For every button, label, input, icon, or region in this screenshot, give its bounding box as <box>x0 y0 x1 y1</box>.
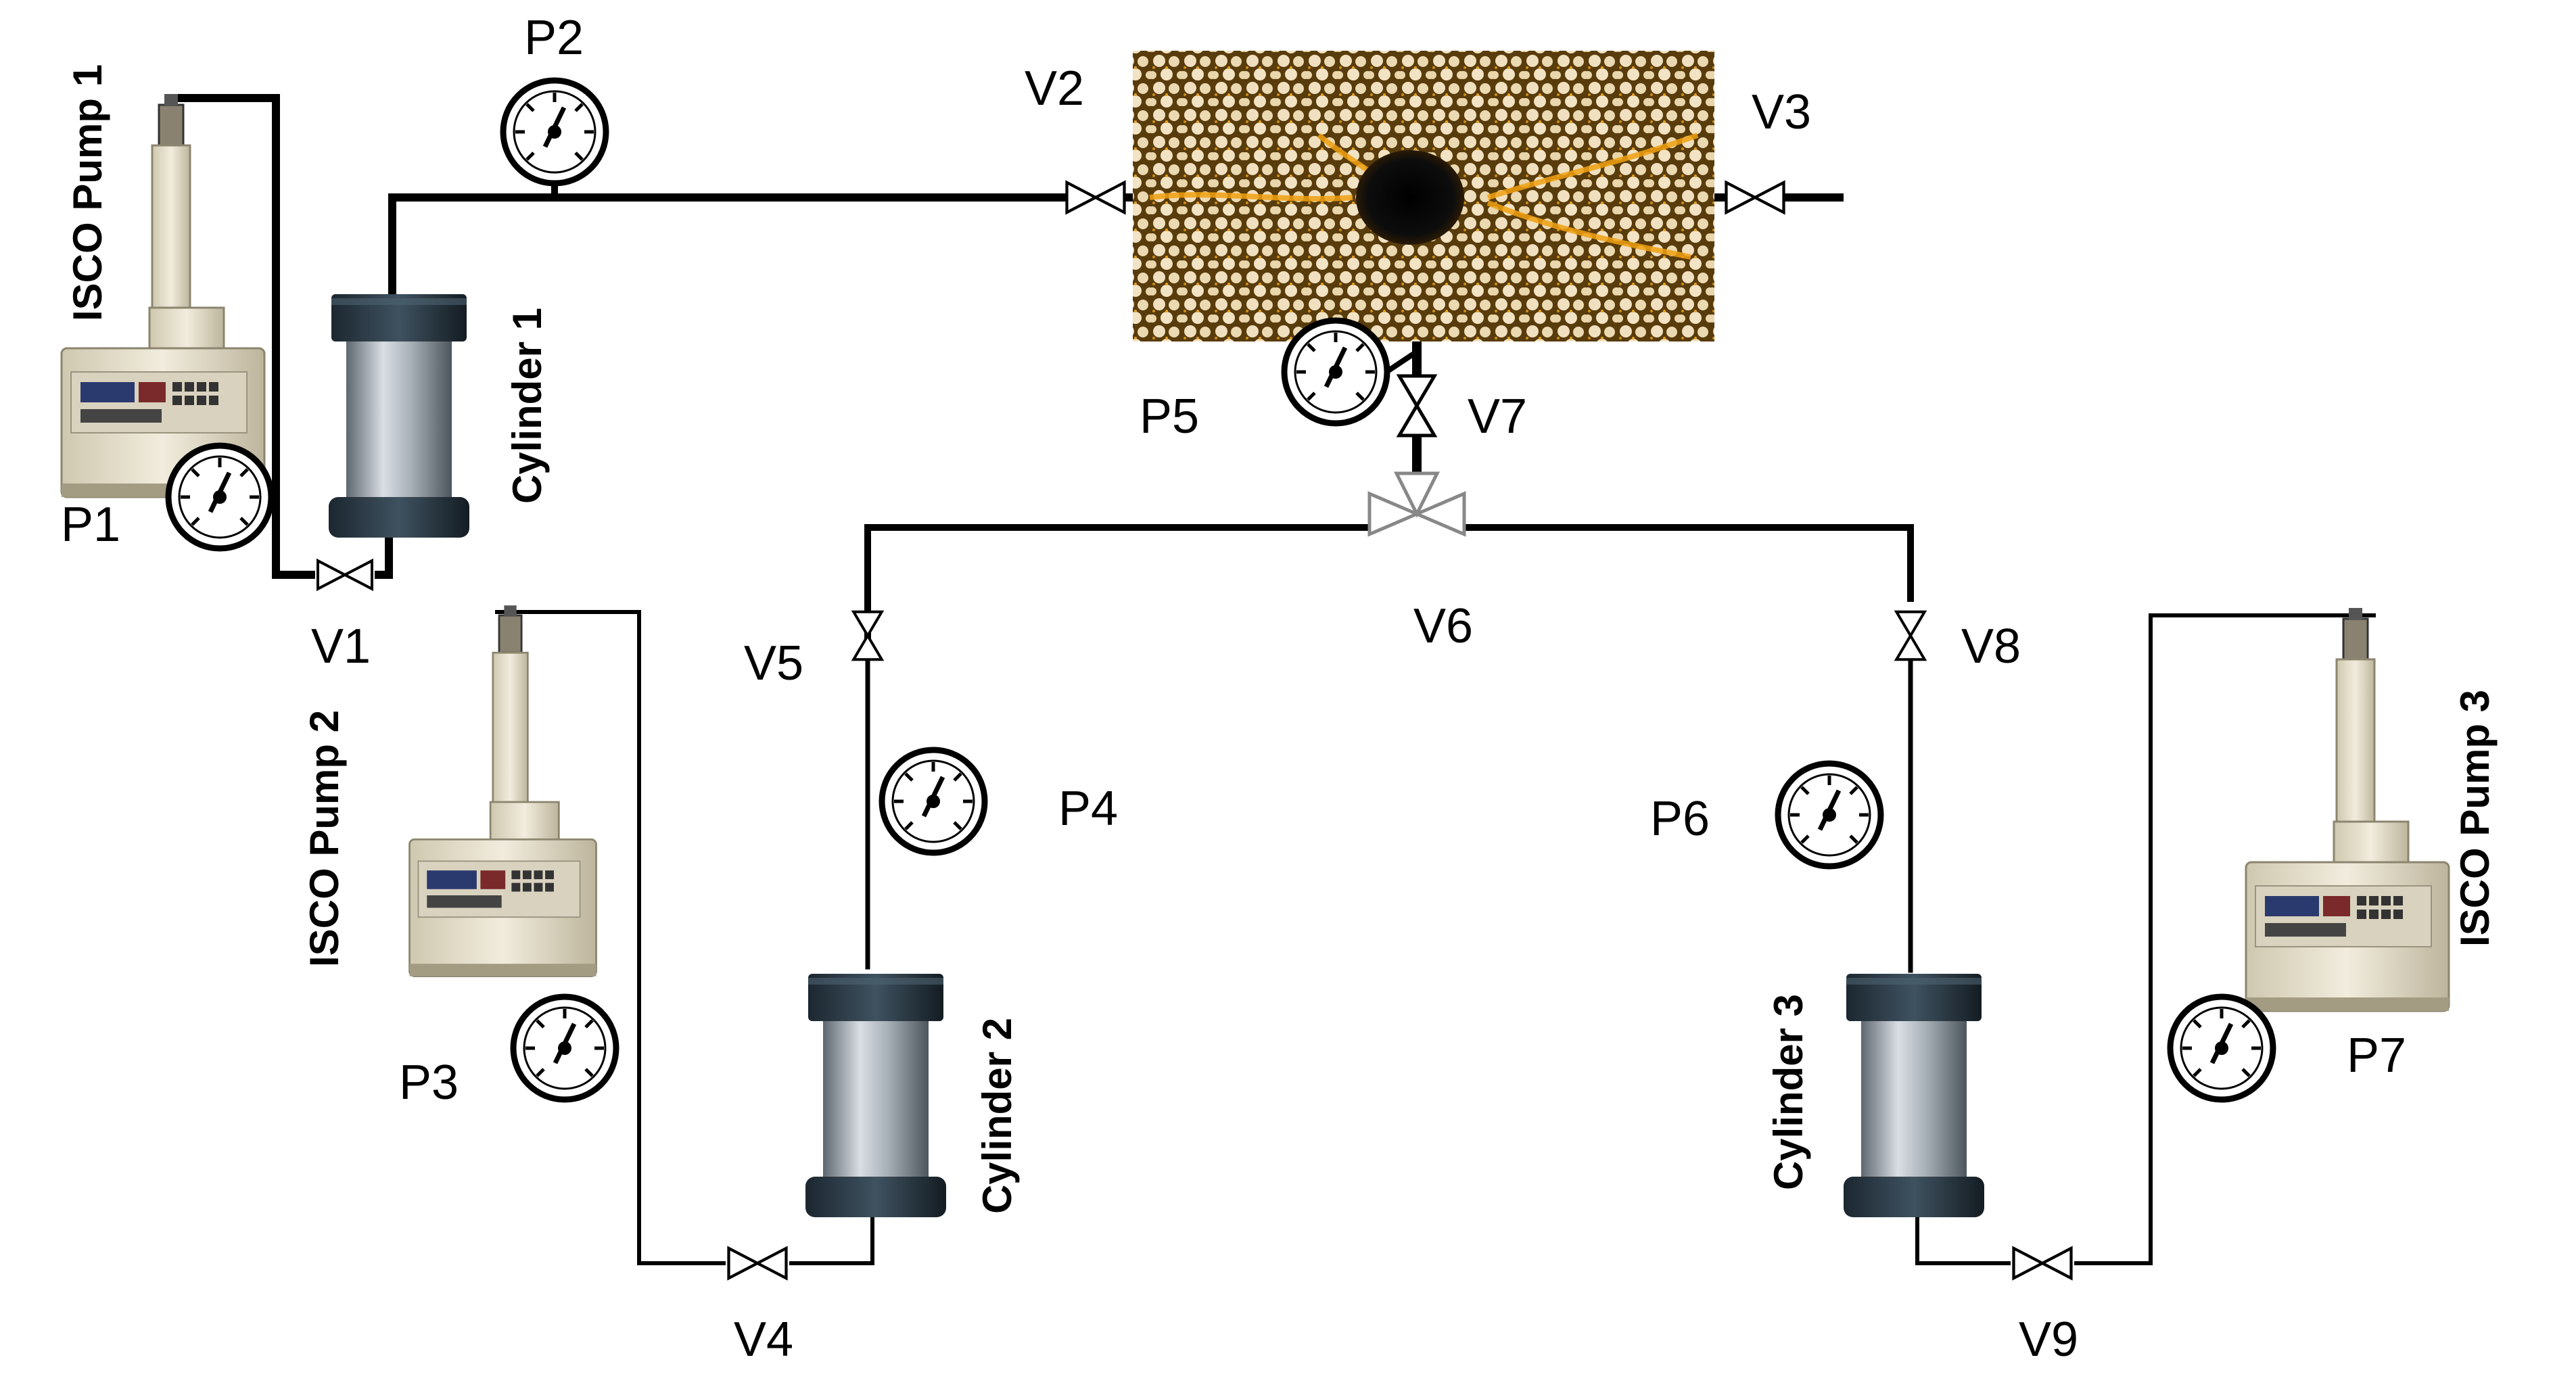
label-v1: V1 <box>311 619 371 674</box>
valve-v1-icon <box>318 561 372 589</box>
isco-pump-2-icon <box>408 604 597 977</box>
pipe-pump2-loop <box>495 610 874 1265</box>
pressure-gauge-p6-icon <box>1778 763 1881 866</box>
pipe-header <box>864 524 1914 639</box>
label-v6: V6 <box>1413 599 1473 653</box>
label-p7: P7 <box>2347 1029 2406 1083</box>
cylinder-3-icon <box>1844 974 1984 1217</box>
pipe-pump3-loop <box>1915 613 2376 1265</box>
cylinder-1-icon <box>329 294 469 538</box>
valve-v7-icon <box>1399 376 1434 435</box>
label-v3: V3 <box>1752 85 1811 139</box>
pipe-cyl1-to-v2 <box>388 193 1066 302</box>
label-p1: P1 <box>61 498 120 552</box>
label-isco-pump-2: ISCO Pump 2 <box>302 710 347 967</box>
valve-v3-icon <box>1727 183 1784 212</box>
label-v9: V9 <box>2019 1313 2078 1367</box>
isco-pump-3-icon <box>2245 607 2450 1012</box>
valve-v2-icon <box>1067 183 1125 212</box>
label-cylinder-1: Cylinder 1 <box>505 308 550 504</box>
label-p4: P4 <box>1058 782 1118 836</box>
valve-v9-icon <box>2014 1248 2071 1278</box>
cylinder-2-icon <box>805 974 946 1217</box>
label-v7: V7 <box>1468 390 1527 444</box>
label-v4: V4 <box>734 1313 793 1367</box>
label-cylinder-3: Cylinder 3 <box>1766 994 1811 1190</box>
pipe-pump1-to-v1 <box>165 94 315 579</box>
pressure-gauge-p7-icon <box>2170 997 2273 1100</box>
label-isco-pump-1: ISCO Pump 1 <box>65 64 110 321</box>
pressure-gauge-p1-icon <box>168 446 271 548</box>
pressure-gauge-p4-icon <box>882 750 985 853</box>
valve-v5-icon <box>853 612 882 659</box>
valve-v4-icon <box>729 1248 787 1278</box>
label-cylinder-2: Cylinder 2 <box>975 1018 1020 1214</box>
label-p2: P2 <box>524 11 584 65</box>
valve-v8-icon <box>1896 612 1925 659</box>
label-p6: P6 <box>1650 792 1710 846</box>
micromodel <box>1133 51 1714 342</box>
label-p3: P3 <box>399 1056 459 1110</box>
label-v5: V5 <box>744 636 803 690</box>
pressure-gauge-p3-icon <box>513 997 616 1100</box>
pressure-gauge-p2-icon <box>503 80 606 183</box>
valve-v6-three-way-icon <box>1367 471 1466 537</box>
label-p5: P5 <box>1140 390 1199 444</box>
pressure-gauge-p5-icon <box>1284 321 1387 423</box>
piping <box>165 94 2376 1265</box>
label-v2: V2 <box>1025 62 1084 116</box>
label-isco-pump-3: ISCO Pump 3 <box>2452 690 2498 947</box>
label-v8: V8 <box>1961 619 2021 674</box>
